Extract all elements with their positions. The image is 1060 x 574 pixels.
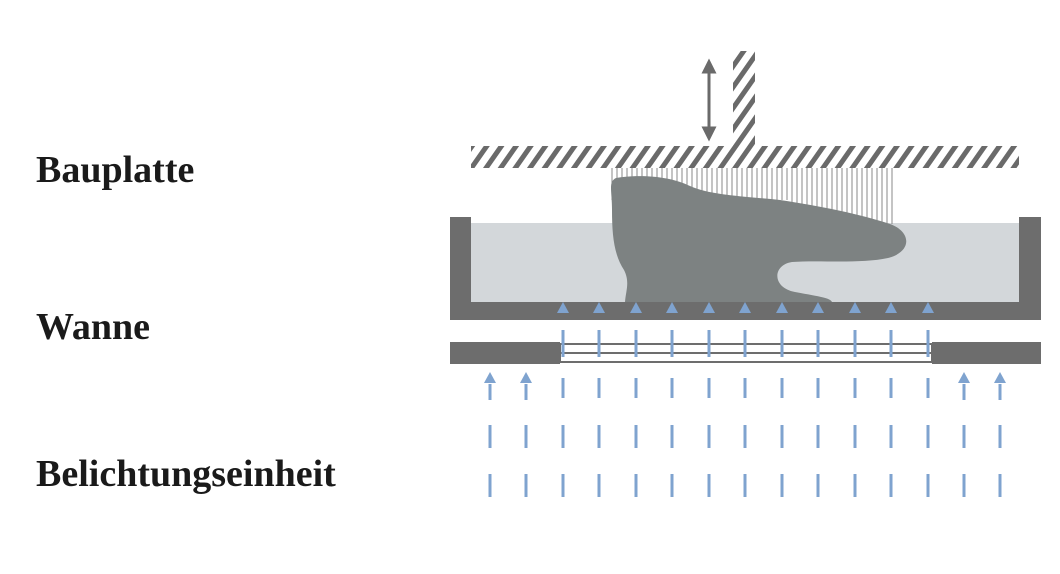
light-arrowhead xyxy=(630,302,642,313)
light-arrowhead xyxy=(776,302,788,313)
label-exposure-unit: Belichtungseinheit xyxy=(36,453,336,495)
light-arrowhead xyxy=(994,372,1006,383)
build-plate xyxy=(471,146,1019,168)
light-arrowhead xyxy=(849,302,861,313)
light-rays xyxy=(484,302,1006,497)
light-arrowhead xyxy=(557,302,569,313)
light-arrowhead xyxy=(703,302,715,313)
printed-part xyxy=(611,176,907,302)
vat-wall-left xyxy=(450,217,471,320)
exposure-plate-right xyxy=(932,342,1041,364)
light-arrowhead xyxy=(885,302,897,313)
label-build-plate: Bauplatte xyxy=(36,149,195,191)
light-arrowhead xyxy=(812,302,824,313)
light-arrowhead xyxy=(922,302,934,313)
light-arrowhead xyxy=(484,372,496,383)
light-arrowhead xyxy=(666,302,678,313)
light-arrowhead xyxy=(520,372,532,383)
vat-wall-right xyxy=(1019,217,1041,320)
exposure-plate-left xyxy=(450,342,560,364)
light-arrowhead xyxy=(593,302,605,313)
label-vat: Wanne xyxy=(36,306,151,348)
light-arrowhead xyxy=(739,302,751,313)
light-arrowhead xyxy=(958,372,970,383)
build-plate-shaft xyxy=(733,51,755,151)
